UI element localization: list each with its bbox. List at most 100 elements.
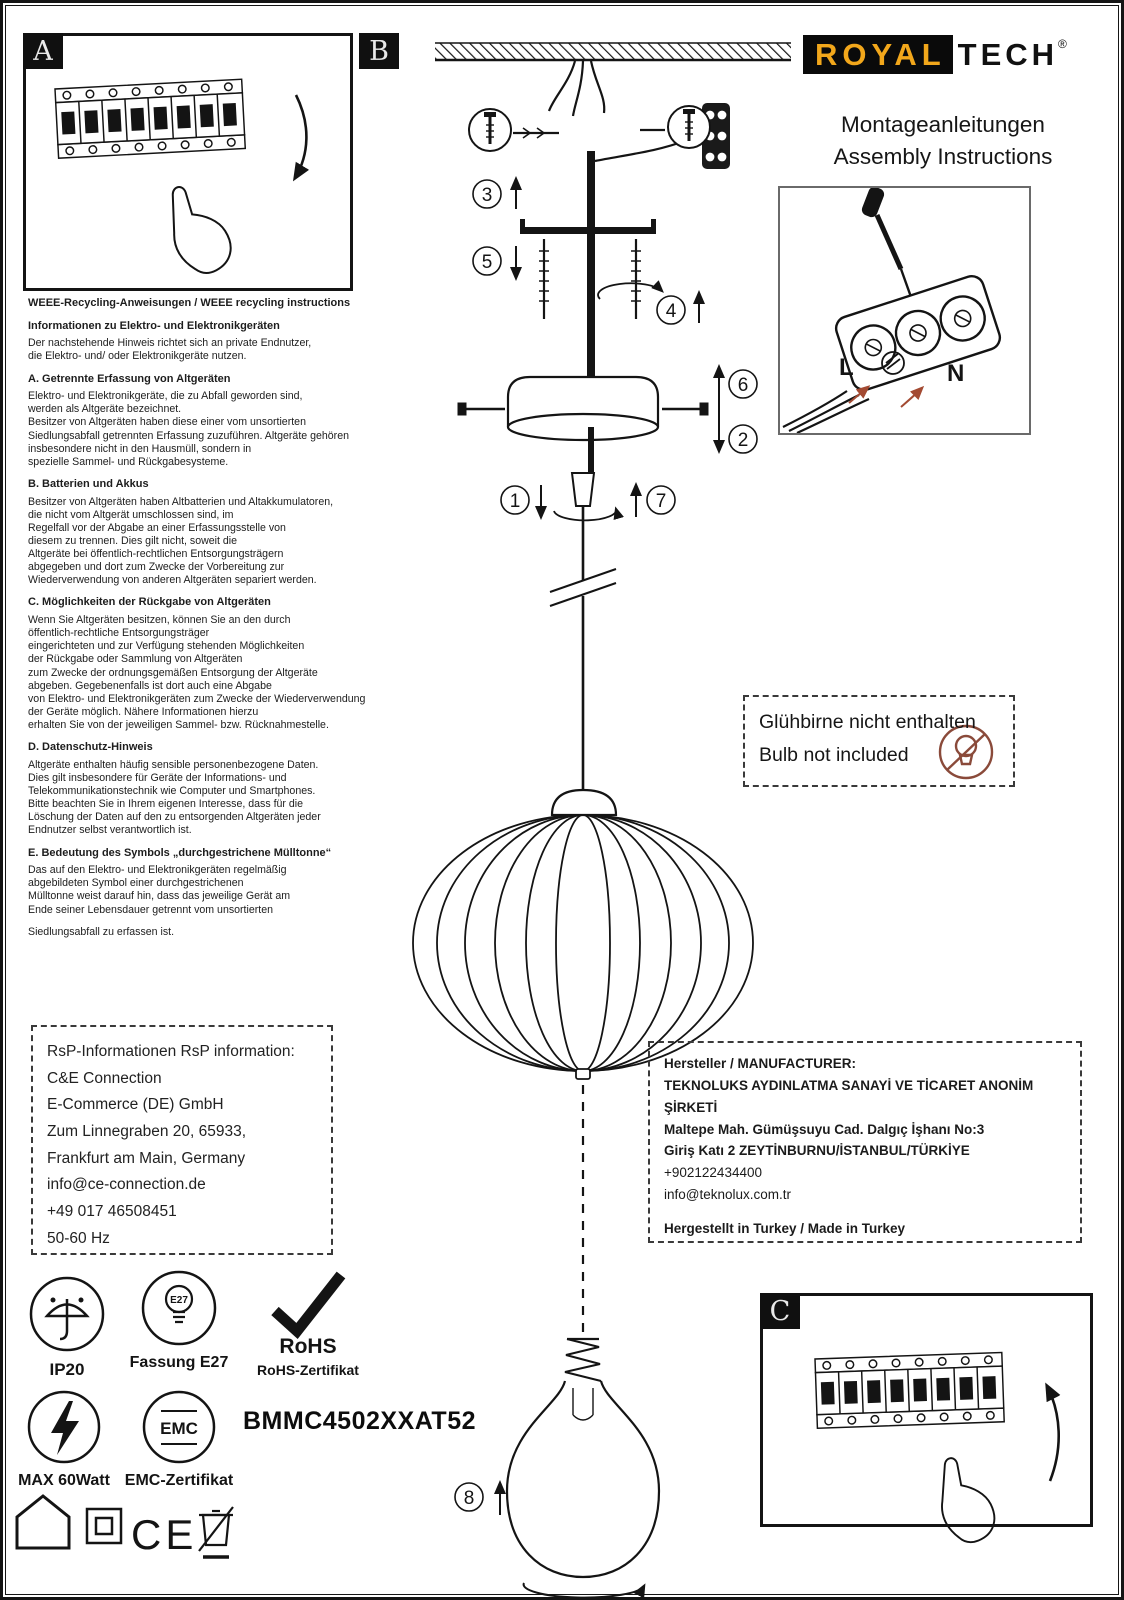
rsp-line: E-Commerce (DE) GmbH <box>47 1096 224 1114</box>
step-5: 5 <box>482 252 493 273</box>
panel-a-letter: A <box>33 35 53 67</box>
weee-section: Siedlungsabfall zu erfassen ist. <box>28 925 175 938</box>
manufacturer-phone: +902122434400 <box>664 1165 762 1181</box>
weee-section: E. Bedeutung des Symbols „durchgestriche… <box>28 846 332 916</box>
weee-section: Informationen zu Elektro- und Elektronik… <box>28 319 312 363</box>
weee-header: WEEE-Recycling-Anweisungen / WEEE recycl… <box>28 297 351 309</box>
rsp-phone: +49 017 46508451 <box>47 1202 177 1220</box>
rsp-line: C&E Connection <box>47 1069 162 1087</box>
panel-c <box>760 1293 1093 1527</box>
terminal-n-label: N <box>947 360 964 387</box>
wiring-detail-frame <box>778 186 1031 435</box>
emc-icon <box>142 1390 216 1464</box>
no-bulb-icon <box>938 724 994 780</box>
e27-mark: E27 <box>170 1295 188 1306</box>
manufacturer-address: Maltepe Mah. Gümüşsuyu Cad. Dalgıç İşhan… <box>664 1121 985 1137</box>
panel-c-letter: C <box>769 1295 791 1327</box>
panel-b-letter: B <box>369 35 389 67</box>
ceiling-hatch <box>435 42 791 62</box>
terminal-l-label: L <box>839 354 854 381</box>
manufacturer-line: Hersteller / MANUFACTURER: <box>664 1056 857 1071</box>
mounting-bracket <box>520 219 656 234</box>
step-markers <box>454 179 758 1512</box>
light-bulb <box>505 1337 661 1579</box>
house-icon <box>15 1494 71 1550</box>
emc-mark: EMC <box>160 1419 198 1438</box>
lamp-shade <box>412 814 754 1072</box>
max-watt-icon <box>27 1390 101 1464</box>
detail-wires <box>782 390 870 434</box>
e27-icon <box>141 1270 217 1346</box>
screw-detail-right <box>640 105 711 149</box>
rohs-cert-label: RoHS-Zertifikat <box>257 1362 359 1378</box>
page-title: Montageanleitungen Assembly Instructions <box>793 109 1093 172</box>
panel-c-label: C <box>760 1293 800 1329</box>
rsp-line: Zum Linnegraben 20, 65933, <box>47 1122 247 1140</box>
mains-wires <box>547 60 606 117</box>
shade-finial <box>575 1068 591 1080</box>
manufacturer-box: Hersteller / MANUFACTURER: TEKNOLUKS AYD… <box>648 1041 1082 1243</box>
rotate-arrow-bulb <box>522 1582 646 1597</box>
weee-instructions: WEEE-Recycling-Anweisungen / WEEE recycl… <box>28 297 402 939</box>
ip20-icon <box>29 1276 105 1352</box>
canopy <box>506 375 660 473</box>
wire-arrow-1 <box>848 385 871 404</box>
step-3: 3 <box>482 185 493 206</box>
bulb-not-included-box: Glühbirne nicht enthalten Bulb not inclu… <box>743 695 1015 787</box>
step-7: 7 <box>656 491 667 512</box>
pendant-cable <box>549 506 617 791</box>
title-de: Montageanleitungen <box>841 112 1045 137</box>
title-en: Assembly Instructions <box>833 143 1053 169</box>
step-1: 1 <box>510 491 521 512</box>
suspension-rod <box>587 151 595 381</box>
brand-royal: ROYAL <box>803 35 953 74</box>
ip20-label: IP20 <box>50 1360 85 1379</box>
brand-registered-mark: ® <box>1058 37 1067 51</box>
weee-bin-icon <box>198 1506 234 1559</box>
manufacturer-email: info@teknolux.com.tr <box>664 1187 792 1203</box>
rsp-email: info@ce-connection.de <box>47 1176 206 1194</box>
step-8: 8 <box>464 1488 475 1509</box>
step-4: 4 <box>666 301 677 322</box>
product-code: BMMC4502XXAT52 <box>243 1407 477 1435</box>
rotate-arrow-bracket <box>597 280 664 300</box>
shade-cap <box>550 788 618 817</box>
weee-section: D. Datenschutz-Hinweis Altgeräte enthalt… <box>28 741 321 837</box>
brand-tech: TECH <box>957 37 1059 72</box>
manufacturer-name: TEKNOLUKS AYDINLATMA SANAYİ VE TİCARET A… <box>664 1077 1034 1115</box>
bulb-note-de: Glühbirne nicht enthalten <box>759 711 976 733</box>
step-arrows <box>494 176 705 1515</box>
bracket-screws <box>539 239 641 319</box>
e27-label: Fassung E27 <box>130 1354 229 1371</box>
cord-grip <box>570 472 596 507</box>
arrow-c <box>1045 1382 1061 1482</box>
rohs-label: RoHS <box>279 1335 336 1358</box>
breaker-illustration-c <box>814 1351 1061 1547</box>
rsp-line: RsP-Informationen RsP information: <box>47 1043 295 1060</box>
panel-a-label: A <box>23 33 63 69</box>
manufacturer-address2: Giriş Katı 2 ZEYTİNBURNU/İSTANBUL/TÜRKİY… <box>664 1143 970 1159</box>
emc-cert-label: EMC-Zertifikat <box>125 1472 234 1489</box>
step-2: 2 <box>738 430 749 451</box>
wire-arrow-2 <box>900 385 925 408</box>
rsp-line: Frankfurt am Main, Germany <box>47 1149 246 1167</box>
double-insulation-icon <box>85 1507 123 1545</box>
made-in-line: Hergestellt in Turkey / Made in Turkey <box>664 1221 906 1237</box>
weee-section: B. Batterien und Akkus Besitzer von Altg… <box>28 477 334 587</box>
rsp-info-box: RsP-Informationen RsP information: C&E C… <box>31 1025 333 1255</box>
screw-detail-left <box>468 108 559 152</box>
max-watt-label: MAX 60Watt <box>18 1472 111 1489</box>
breaker-illustration-a <box>54 78 310 281</box>
rotate-arrow-cord <box>553 506 624 522</box>
weee-section: C. Möglichkeiten der Rückgabe von Altger… <box>28 596 366 731</box>
wiring-detail: L N <box>782 186 1002 434</box>
step-6: 6 <box>738 375 749 396</box>
arrow-a <box>292 94 310 182</box>
bulb-note-en: Bulb not included <box>759 744 909 767</box>
weee-section: A. Getrennte Erfassung von Altgeräten El… <box>28 372 349 468</box>
panel-a <box>23 33 353 291</box>
rsp-frequency: 50-60 Hz <box>47 1229 110 1247</box>
canopy-screws <box>457 402 709 416</box>
rohs-check-icon <box>271 1271 346 1340</box>
